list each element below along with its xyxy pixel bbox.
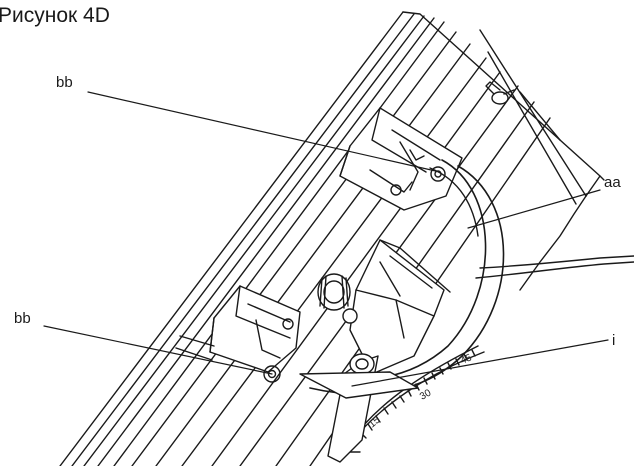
- scale-number-30: 30: [418, 387, 434, 402]
- upper-clamp: [339, 107, 463, 211]
- scale-number-15: 15: [367, 414, 383, 430]
- top-knob: [485, 81, 515, 105]
- guide-rail: [59, 11, 605, 466]
- label-bb-bottom: bb: [14, 310, 31, 327]
- label-i: i: [612, 332, 616, 349]
- callout-leaders: [43, 91, 609, 387]
- center-bracket: [349, 239, 451, 375]
- cable: [475, 255, 634, 279]
- leader-bb-top: [87, 91, 441, 173]
- figure-title: Рисунок 4D: [0, 4, 110, 27]
- leader-i: [351, 339, 609, 387]
- lower-clamp: [175, 285, 301, 383]
- scale-number-45: 45: [459, 352, 474, 367]
- label-aa: aa: [604, 174, 621, 191]
- label-bb-top: bb: [56, 74, 73, 91]
- leader-bb-bottom: [43, 325, 273, 375]
- knurled-knob: [317, 273, 358, 324]
- leader-aa: [467, 189, 601, 229]
